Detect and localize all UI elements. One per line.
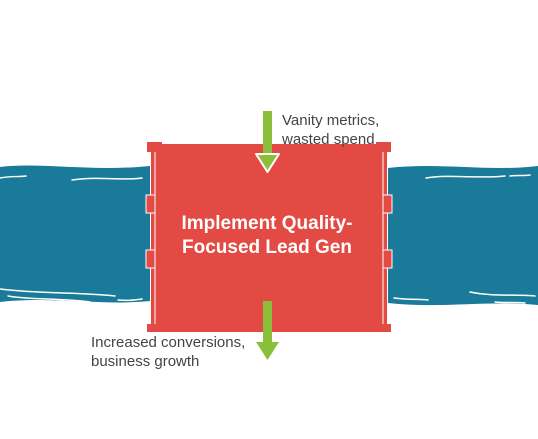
output-arrow: [256, 301, 279, 360]
output-label: Increased conversions, business growth: [91, 333, 245, 371]
dam-title: Implement Quality- Focused Lead Gen: [162, 212, 372, 260]
output-label-line-1: Increased conversions,: [91, 334, 246, 351]
dam-pillar-left: [145, 142, 162, 332]
dam-pillar-right: [376, 142, 393, 332]
dam-body: [162, 144, 376, 332]
dam-title-line-1: Implement Quality-: [181, 213, 353, 234]
river-right: [388, 166, 538, 306]
input-label-line-2: wasted spend: [282, 131, 375, 148]
input-label-line-1: Vanity metrics,: [282, 112, 380, 129]
dam-title-line-2: Focused Lead Gen: [182, 237, 352, 258]
output-label-line-2: business growth: [91, 353, 200, 370]
input-label: Vanity metrics, wasted spend: [282, 111, 379, 149]
input-arrow: [255, 111, 280, 173]
wave-lines-right: [393, 174, 536, 304]
wave-lines-left: [0, 175, 143, 303]
river-left: [0, 165, 150, 303]
